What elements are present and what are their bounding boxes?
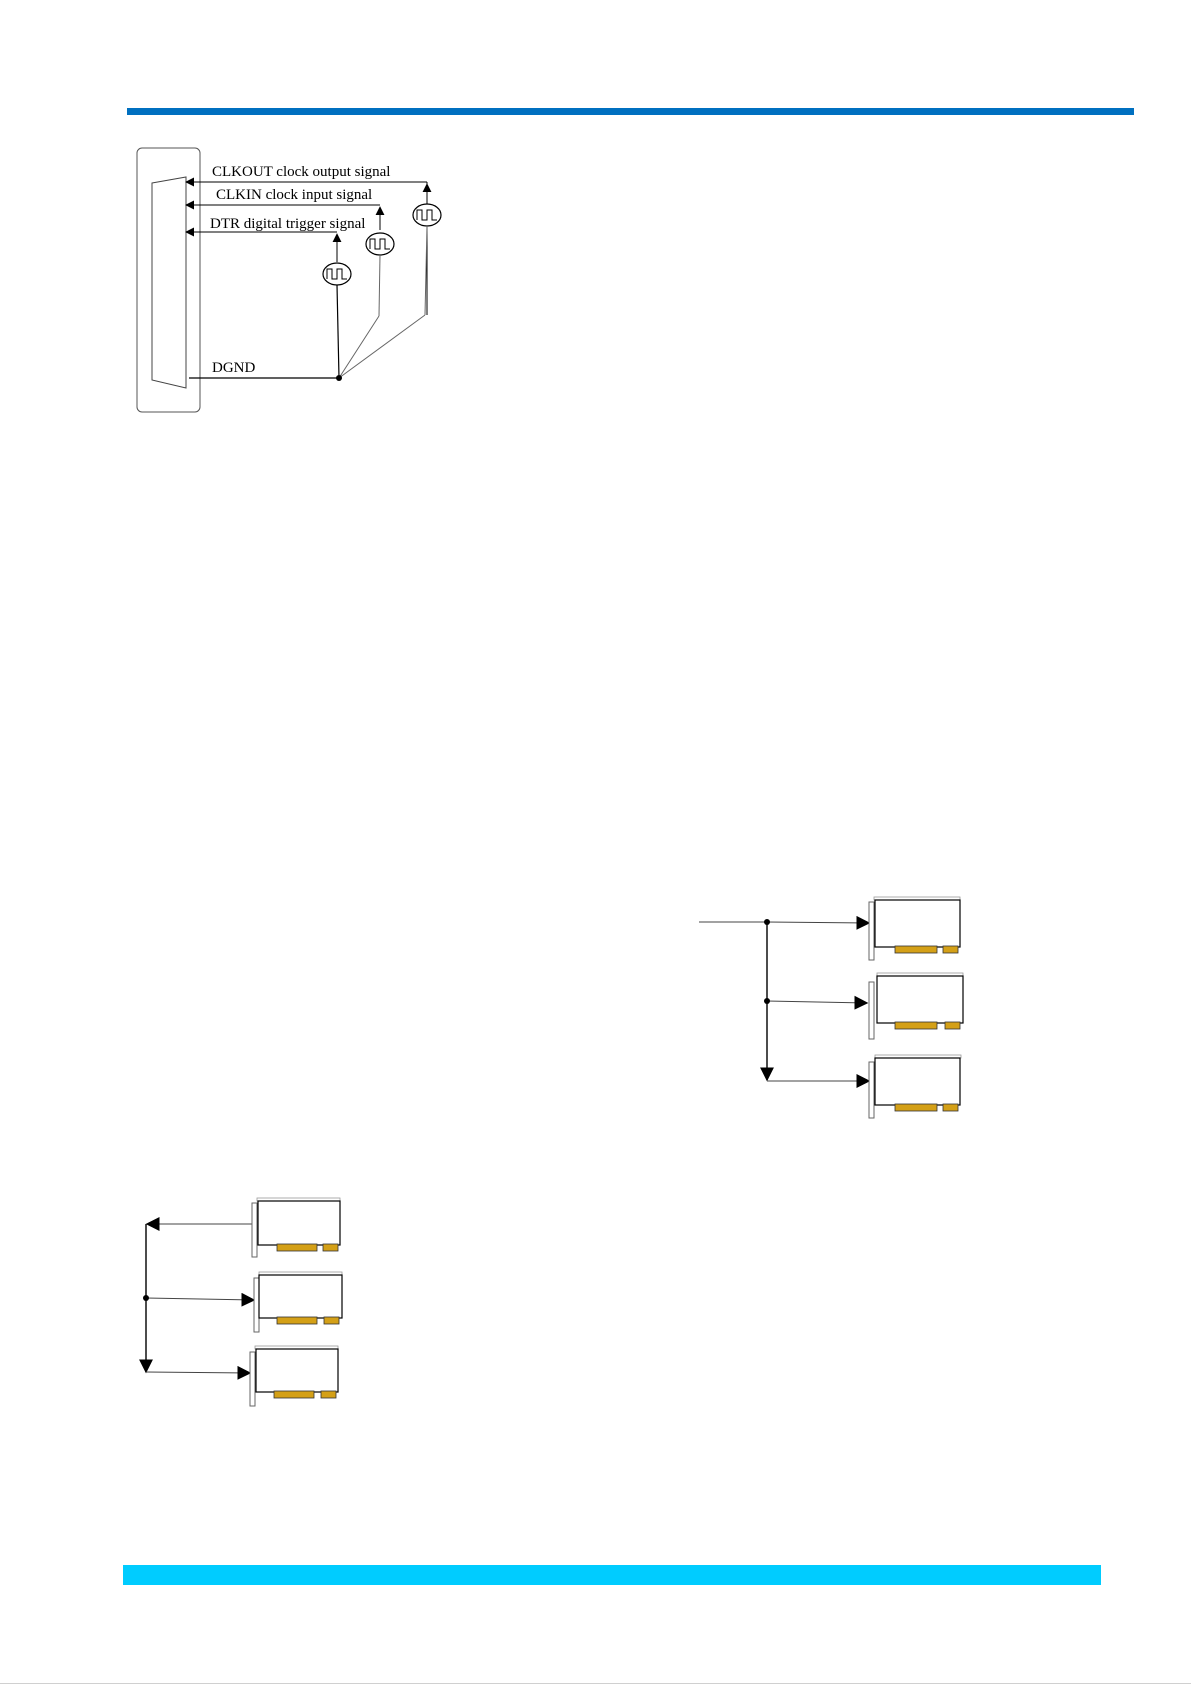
square-wave-source-icon [323,263,351,285]
footer-bar [123,1565,1101,1585]
pci-card-icon [869,897,960,960]
clkin-label: CLKIN clock input signal [216,187,372,203]
square-wave-source-icon [366,233,394,255]
signal-wiring-diagram: CLKOUT clock output signal CLKIN clock i… [137,148,441,412]
pci-card-icon [254,1272,342,1332]
ground-junction [336,375,342,381]
pci-card-icon [869,1055,961,1118]
square-wave-source-icon [413,204,441,226]
card-distribution-diagram-left [143,1198,342,1406]
dtr-label: DTR digital trigger signal [210,216,365,232]
connector-shell [152,177,186,388]
pci-card-icon [252,1198,340,1257]
dgnd-label: DGND [212,360,255,376]
connector-housing [137,148,200,412]
page-edge [0,1683,1191,1684]
card-distribution-diagram-right [699,897,963,1118]
pci-card-icon [250,1346,338,1406]
pci-card-icon [869,973,963,1039]
clkout-label: CLKOUT clock output signal [212,164,390,180]
